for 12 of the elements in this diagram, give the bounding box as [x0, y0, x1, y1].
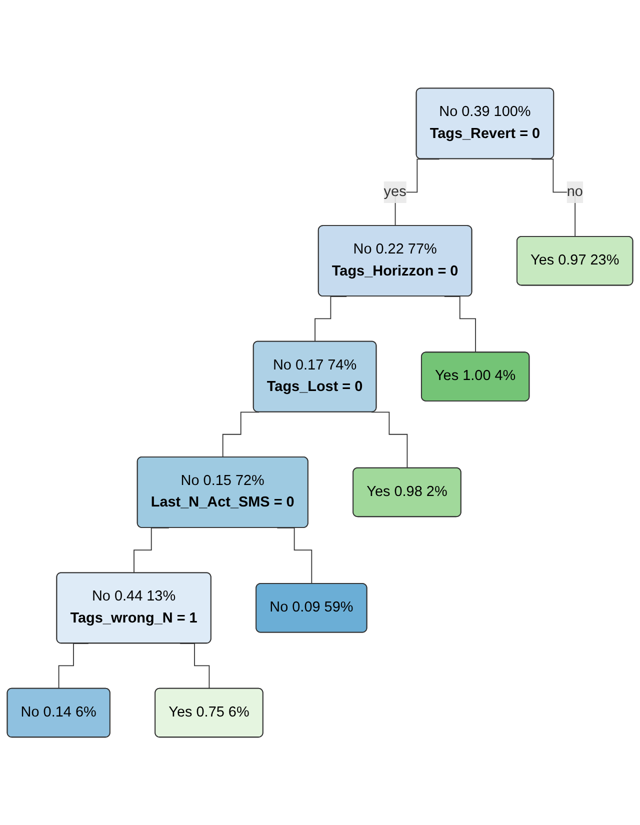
connector: [531, 158, 576, 238]
connector: [134, 527, 170, 574]
connector: [314, 296, 348, 342]
connector: [444, 296, 476, 353]
connector: [58, 642, 89, 690]
connector: [276, 527, 312, 584]
connector: [370, 412, 408, 469]
edge-label: yes: [384, 184, 406, 200]
connector: [180, 642, 210, 690]
edge-label: no: [566, 184, 583, 200]
connector: [394, 158, 440, 226]
connector: [222, 412, 260, 458]
